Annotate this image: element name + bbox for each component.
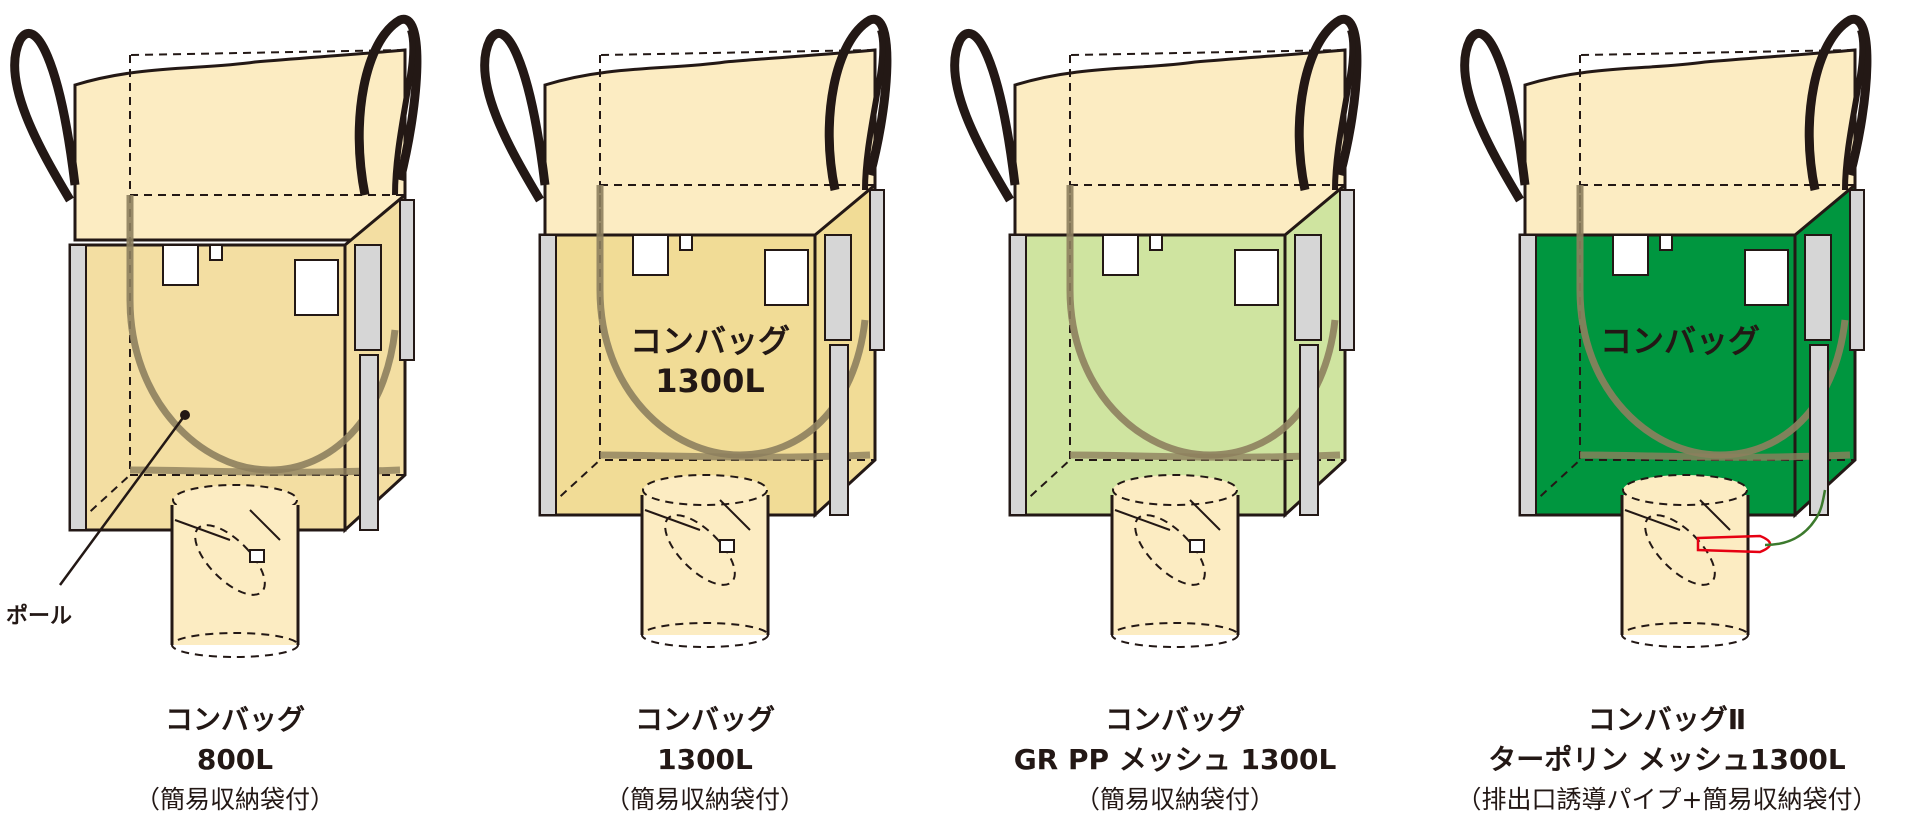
product-note: （簡易収納袋付） [604, 785, 805, 814]
product-note: （排出口誘導パイプ+簡易収納袋付） [1456, 785, 1878, 814]
tag [1102, 234, 1139, 276]
product-card-tarpaulin-mesh: コンバッグ コンバッグⅡ ターポリン メッシュ1300L （排出口誘導パイプ+簡… [1410, 0, 1924, 837]
product-name: コンバッグ [634, 703, 775, 736]
bag-print-line-2: 1300L [655, 362, 764, 400]
tag [1612, 234, 1649, 276]
caption-tarpaulin-mesh: コンバッグⅡ ターポリン メッシュ1300L （排出口誘導パイプ+簡易収納袋付） [1410, 700, 1924, 820]
product-spec: GR PP メッシュ 1300L [1013, 743, 1337, 776]
lifting-loop [10, 28, 80, 203]
bag-illustration-1300l: コンバッグ 1300L [480, 14, 892, 648]
bag-illustration-800l [10, 14, 422, 658]
product-spec: 1300L [657, 743, 753, 776]
caption-1300l: コンバッグ 1300L （簡易収納袋付） [470, 700, 940, 820]
bag-print-line-1: コンバッグ [1600, 322, 1760, 360]
product-name: コンバッグ [1104, 703, 1245, 736]
caption-800l: コンバッグ 800L （簡易収納袋付） [0, 700, 470, 820]
product-card-1300l: コンバッグ 1300L コンバッグ 1300L （簡易収納袋付） [470, 0, 940, 837]
product-spec: ターポリン メッシュ1300L [1488, 743, 1846, 776]
product-note: （簡易収納袋付） [134, 785, 335, 814]
bag-illustration-grpp-mesh [950, 14, 1362, 648]
tag [632, 234, 669, 276]
product-card-800l: ポール コンバッグ 800L （簡易収納袋付） [0, 0, 470, 837]
callout-label-pole: ポール [6, 604, 73, 629]
tag [162, 244, 199, 286]
product-note: （簡易収納袋付） [1074, 785, 1275, 814]
product-spec: 800L [196, 743, 274, 776]
tie-cord [1764, 489, 1827, 547]
product-name: コンバッグ [164, 703, 305, 736]
callout-line [58, 414, 187, 586]
lifting-loop [480, 28, 550, 203]
product-name: コンバッグⅡ [1587, 703, 1747, 736]
bag-print-line-1: コンバッグ [630, 322, 790, 360]
product-card-grpp-mesh: コンバッグ GR PP メッシュ 1300L （簡易収納袋付） [940, 0, 1410, 837]
bag-illustration-tarpaulin-mesh: コンバッグ [1460, 14, 1872, 648]
lifting-loop [1460, 28, 1530, 203]
lifting-loop [950, 28, 1020, 203]
caption-grpp-mesh: コンバッグ GR PP メッシュ 1300L （簡易収納袋付） [940, 700, 1410, 820]
